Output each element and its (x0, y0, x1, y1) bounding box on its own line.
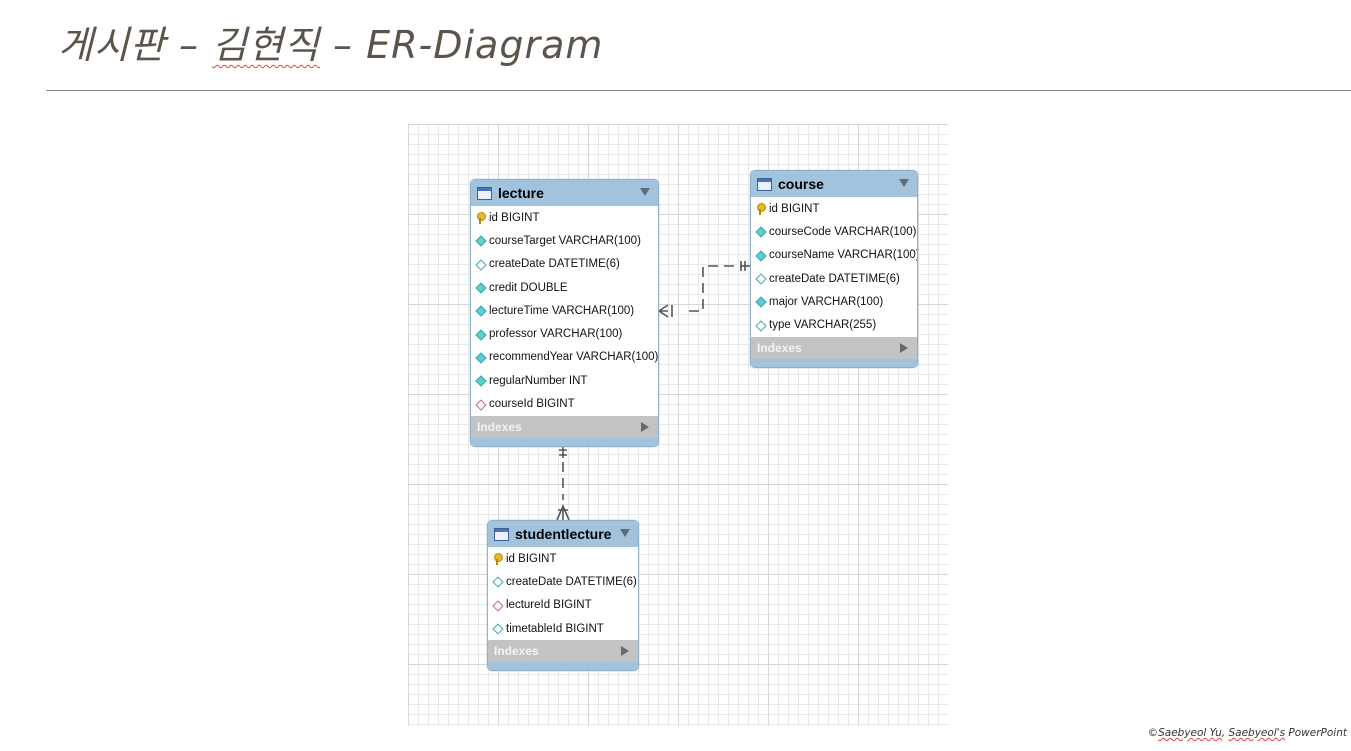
field-label: courseTarget VARCHAR(100) (489, 234, 641, 247)
indexes-section[interactable]: Indexes (471, 415, 658, 438)
field-row[interactable]: lectureId BIGINT (488, 594, 638, 617)
credit-author: Saebyeol Yu (1158, 727, 1222, 739)
entity-course[interactable]: course id BIGINT courseCode VARCHAR(100)… (750, 170, 918, 368)
entity-footer (471, 437, 658, 446)
not-null-column-icon (476, 283, 485, 292)
indexes-label: Indexes (757, 340, 802, 355)
field-row[interactable]: lectureTime VARCHAR(100) (471, 299, 658, 322)
credit-separator: , (1221, 727, 1229, 739)
field-label: recommendYear VARCHAR(100) (489, 351, 659, 364)
indexes-section[interactable]: Indexes (488, 640, 638, 663)
expand-arrow-icon[interactable] (900, 342, 908, 353)
indexes-label: Indexes (477, 419, 522, 434)
credit-product: PowerPoint (1285, 727, 1347, 739)
field-row[interactable]: courseCode VARCHAR(100) (751, 220, 917, 243)
entity-header[interactable]: course (751, 171, 917, 197)
foreign-key-icon (493, 601, 502, 610)
not-null-column-icon (476, 353, 485, 362)
field-row[interactable]: id BIGINT (751, 197, 917, 220)
field-row[interactable]: courseName VARCHAR(100) (751, 244, 917, 267)
title-prefix: 게시판 – (58, 23, 213, 67)
credit-app: Saebyeol's (1228, 727, 1286, 739)
collapse-arrow-icon[interactable] (640, 188, 650, 196)
not-null-column-icon (476, 376, 485, 385)
entity-footer (751, 358, 917, 367)
field-label: courseId BIGINT (489, 398, 575, 411)
collapse-arrow-icon[interactable] (899, 179, 909, 187)
primary-key-icon (756, 203, 766, 216)
not-null-column-icon (756, 297, 765, 306)
field-label: courseName VARCHAR(100) (769, 249, 918, 262)
table-icon (757, 177, 772, 191)
field-label: lectureTime VARCHAR(100) (489, 304, 635, 317)
field-row[interactable]: id BIGINT (471, 206, 658, 229)
expand-arrow-icon[interactable] (621, 646, 629, 657)
field-label: id BIGINT (506, 552, 557, 565)
field-row[interactable]: timetableId BIGINT (488, 617, 638, 640)
indexes-section[interactable]: Indexes (751, 336, 917, 359)
entity-header[interactable]: lecture (471, 180, 658, 206)
field-label: lectureId BIGINT (506, 599, 592, 612)
entity-header[interactable]: studentlecture (488, 521, 638, 547)
nullable-column-icon (476, 260, 485, 269)
field-label: major VARCHAR(100) (769, 295, 884, 308)
entity-name: lecture (498, 185, 544, 201)
field-row[interactable]: recommendYear VARCHAR(100) (471, 346, 658, 369)
not-null-column-icon (756, 227, 765, 236)
field-row[interactable]: createDate DATETIME(6) (488, 570, 638, 593)
field-row[interactable]: type VARCHAR(255) (751, 313, 917, 336)
collapse-arrow-icon[interactable] (620, 529, 630, 537)
not-null-column-icon (476, 236, 485, 245)
not-null-column-icon (476, 306, 485, 315)
field-row[interactable]: major VARCHAR(100) (751, 290, 917, 313)
entity-footer (488, 662, 638, 671)
field-row[interactable]: createDate DATETIME(6) (751, 267, 917, 290)
credit-symbol: © (1147, 727, 1159, 739)
field-label: professor VARCHAR(100) (489, 328, 623, 341)
entity-name: course (778, 176, 824, 192)
nullable-column-icon (493, 624, 502, 633)
field-label: id BIGINT (769, 202, 820, 215)
field-row[interactable]: courseTarget VARCHAR(100) (471, 229, 658, 252)
foreign-key-icon (476, 400, 485, 409)
field-label: credit DOUBLE (489, 281, 568, 294)
field-row[interactable]: credit DOUBLE (471, 276, 658, 299)
nullable-column-icon (493, 577, 502, 586)
field-row[interactable]: regularNumber INT (471, 369, 658, 392)
entity-studentlecture[interactable]: studentlecture id BIGINT createDate DATE… (487, 520, 639, 672)
indexes-label: Indexes (494, 644, 539, 659)
field-label: id BIGINT (489, 211, 540, 224)
nullable-column-icon (756, 321, 765, 330)
field-row[interactable]: createDate DATETIME(6) (471, 253, 658, 276)
field-label: createDate DATETIME(6) (489, 258, 620, 271)
primary-key-icon (493, 553, 503, 566)
field-row[interactable]: id BIGINT (488, 547, 638, 570)
field-label: createDate DATETIME(6) (769, 272, 900, 285)
credit-footer: ©Saebyeol Yu, Saebyeol's PowerPoint (1148, 727, 1347, 739)
entity-name: studentlecture (515, 526, 612, 542)
field-row[interactable]: courseId BIGINT (471, 392, 658, 415)
title-divider (46, 90, 1351, 91)
field-label: courseCode VARCHAR(100) (769, 225, 917, 238)
field-label: type VARCHAR(255) (769, 319, 877, 332)
entity-lecture[interactable]: lecture id BIGINT courseTarget VARCHAR(1… (470, 179, 659, 447)
not-null-column-icon (756, 251, 765, 260)
table-icon (494, 527, 509, 541)
title-suffix: – ER-Diagram (319, 23, 604, 67)
slide-title: 게시판 – 김현직 – ER-Diagram (58, 14, 603, 69)
not-null-column-icon (476, 330, 485, 339)
field-label: createDate DATETIME(6) (506, 575, 637, 588)
field-label: regularNumber INT (489, 374, 588, 387)
nullable-column-icon (756, 274, 765, 283)
primary-key-icon (476, 212, 486, 225)
title-author: 김현직 (212, 23, 320, 67)
field-row[interactable]: professor VARCHAR(100) (471, 322, 658, 345)
field-label: timetableId BIGINT (506, 622, 604, 635)
table-icon (477, 186, 492, 200)
expand-arrow-icon[interactable] (641, 421, 649, 432)
